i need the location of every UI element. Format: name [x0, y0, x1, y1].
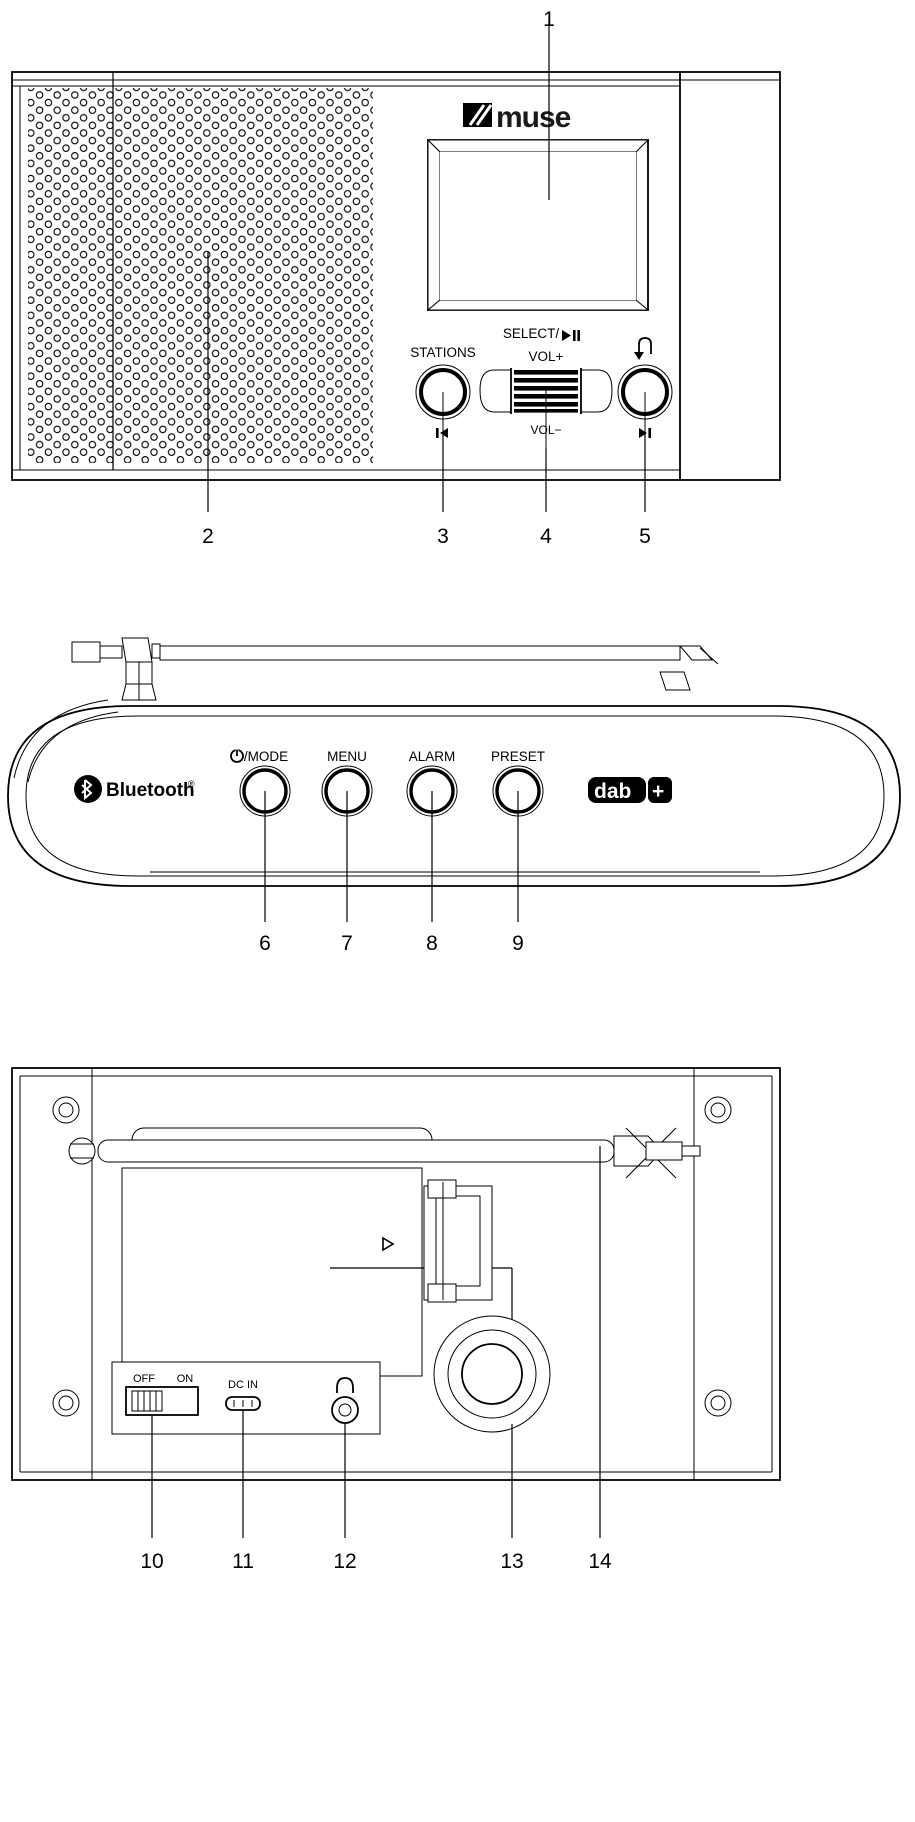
off-label: OFF [133, 1373, 155, 1385]
select-volume-wheel[interactable] [479, 366, 613, 448]
callout-9: 9 [512, 932, 524, 955]
callout-4: 4 [540, 525, 552, 548]
callout-14: 14 [588, 1550, 612, 1573]
screw-bottom-left [52, 1389, 80, 1417]
select-label-text: SELECT/ [503, 326, 560, 341]
headphone-icon [336, 1377, 354, 1393]
dab-label: dab [594, 780, 631, 803]
stations-knob[interactable] [415, 364, 471, 432]
bluetooth-label: Bluetooth [106, 780, 195, 801]
return-icon [634, 337, 652, 360]
callout-2: 2 [202, 525, 214, 548]
muse-logo: muse [463, 101, 572, 134]
lcd-display [426, 138, 650, 312]
power-mode-button[interactable] [239, 765, 291, 922]
bluetooth-icon [74, 775, 102, 803]
dab-plus-logo: dab + [588, 777, 672, 803]
play-pause-icon [562, 330, 580, 341]
preset-label: PRESET [491, 749, 545, 764]
alarm-button[interactable] [406, 765, 458, 922]
telescopic-antenna-rear [68, 1127, 701, 1252]
screw-top-left [52, 1096, 80, 1124]
muse-logo-text: muse [496, 101, 571, 134]
stand-bracket [423, 1179, 493, 1303]
bluetooth-logo: Bluetooth ® [74, 775, 195, 803]
menu-button[interactable] [321, 765, 373, 922]
bluetooth-registered-mark: ® [188, 779, 195, 789]
select-play-label: SELECT/ [503, 326, 580, 341]
next-track-icon [639, 428, 651, 438]
power-switch[interactable]: OFF ON [125, 1373, 199, 1538]
speaker-grille [28, 88, 373, 463]
battery-arrow-icon [382, 1236, 395, 1252]
menu-label: MENU [327, 749, 367, 764]
battery-compartment [121, 1167, 513, 1424]
power-icon [230, 749, 244, 763]
callout-1: 1 [543, 8, 555, 31]
on-label: ON [177, 1373, 194, 1385]
dc-in-jack[interactable]: DC IN [225, 1379, 261, 1538]
callout-7: 7 [341, 932, 353, 955]
callout-12: 12 [333, 1550, 356, 1573]
vol-up-label: VOL+ [529, 349, 564, 364]
return-knob[interactable] [617, 364, 673, 432]
dc-in-label: DC IN [228, 1379, 258, 1391]
callout-5: 5 [639, 525, 651, 548]
alarm-label: ALARM [409, 749, 456, 764]
power-mode-label: /MODE [244, 749, 288, 764]
power-mode-label-group: /MODE [230, 749, 288, 764]
telescopic-antenna-top [71, 637, 719, 701]
callout-6: 6 [259, 932, 271, 955]
preset-button[interactable] [492, 765, 544, 922]
rear-panel-view: OFF ON DC IN [11, 1067, 781, 1573]
stations-label: STATIONS [410, 345, 476, 360]
headphone-jack[interactable] [331, 1377, 359, 1538]
callout-8: 8 [426, 932, 438, 955]
front-panel-view: muse STATIONS SELECT/ VOL+ VOL− [11, 8, 781, 548]
prev-track-icon [436, 428, 448, 438]
screw-top-right [704, 1096, 732, 1124]
dab-plus-label: + [652, 780, 664, 803]
callout-10: 10 [140, 1550, 163, 1573]
callout-13: 13 [500, 1550, 523, 1573]
screw-bottom-right [704, 1389, 732, 1417]
svg-text:SELECT/: SELECT/ [503, 326, 560, 341]
top-panel-view: Bluetooth ® dab + /MODE MENU ALARM PRESE… [7, 637, 901, 955]
rear-speaker [433, 1315, 551, 1433]
callout-3: 3 [437, 525, 449, 548]
callout-11: 11 [232, 1550, 254, 1573]
